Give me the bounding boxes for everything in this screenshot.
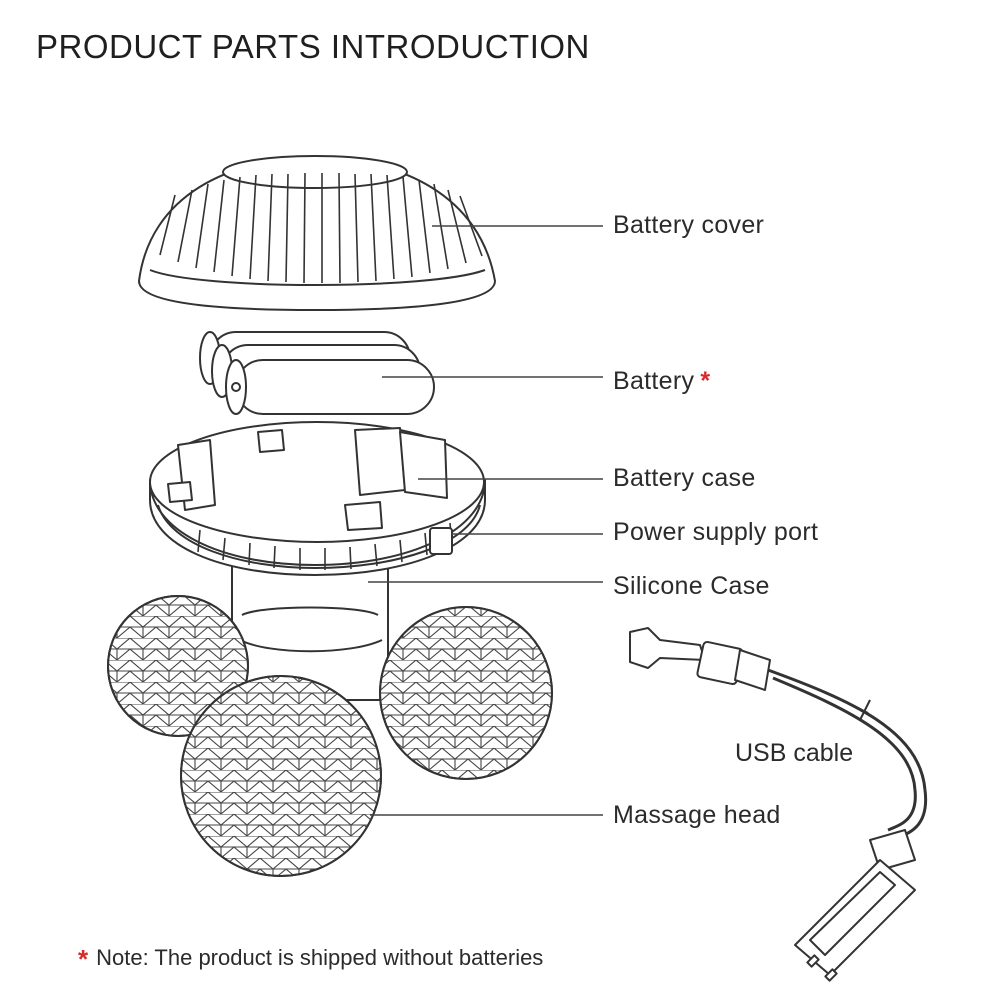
- battery-part: [199, 331, 435, 415]
- label-battery-text: Battery: [613, 367, 695, 395]
- label-massage-head: Massage head: [613, 801, 781, 829]
- label-power-supply-port: Power supply port: [613, 518, 819, 546]
- label-silicone-case: Silicone Case: [613, 572, 770, 600]
- power-port-part: [429, 527, 453, 555]
- label-battery: Battery*: [613, 369, 710, 394]
- battery-cover-part: [138, 155, 496, 311]
- usb-cable-part: [629, 627, 928, 982]
- footnote: * Note: The product is shipped without ba…: [78, 944, 543, 975]
- note-star-icon: *: [78, 944, 89, 974]
- required-star-icon: *: [700, 367, 711, 395]
- page-title: PRODUCT PARTS INTRODUCTION: [36, 28, 590, 65]
- label-battery-cover: Battery cover: [613, 211, 765, 239]
- label-battery-case: Battery case: [613, 464, 756, 492]
- battery-case-part: [149, 421, 486, 576]
- footnote-text: Note: The product is shipped without bat…: [96, 945, 544, 970]
- massage-head-part: [107, 595, 553, 877]
- label-usb-cable: USB cable: [735, 739, 854, 767]
